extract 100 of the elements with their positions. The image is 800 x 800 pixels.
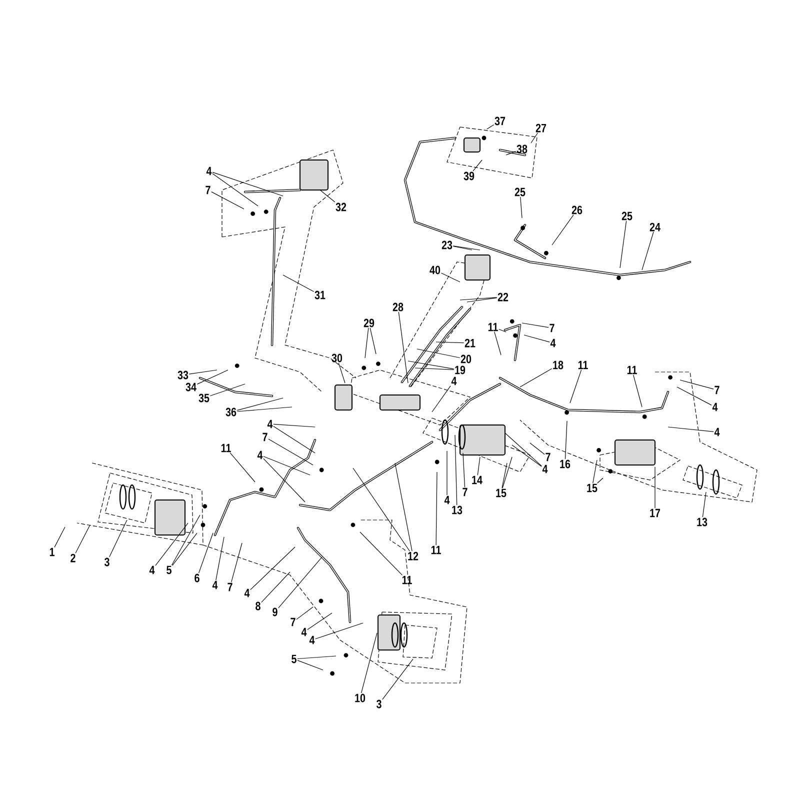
- callout-number: 4: [309, 636, 315, 644]
- callout-number: 4: [212, 580, 218, 590]
- leader-line: [494, 332, 502, 356]
- callout-number: 30: [332, 354, 342, 362]
- leader-line: [498, 328, 506, 332]
- leader-line: [702, 492, 706, 518]
- leader-line: [352, 468, 410, 552]
- leader-line: [263, 458, 306, 502]
- callout-number: 18: [553, 360, 564, 370]
- callout-number: 4: [712, 402, 718, 412]
- leader-line: [398, 312, 408, 384]
- callout-number: 11: [578, 360, 588, 370]
- callout-number: 11: [431, 546, 441, 554]
- callout-number: 4: [206, 166, 212, 176]
- leader-line: [75, 524, 90, 554]
- leader-line: [592, 460, 598, 484]
- leader-line: [564, 420, 568, 460]
- callout-number: 7: [550, 324, 554, 332]
- leader-line: [466, 298, 498, 302]
- leader-line: [370, 328, 376, 354]
- leader-line: [504, 432, 542, 466]
- callout-number: 13: [452, 506, 462, 514]
- leader-line: [263, 456, 310, 476]
- callout-number: 31: [314, 290, 326, 300]
- leader-line: [273, 424, 316, 428]
- leader-line: [320, 190, 336, 202]
- callout-number: 39: [464, 172, 474, 180]
- callout-number: 7: [462, 488, 468, 496]
- leader-line: [452, 246, 480, 250]
- callout-number: 4: [714, 428, 720, 436]
- callout-number: 7: [290, 618, 296, 626]
- leader-line: [261, 572, 290, 603]
- leader-line: [552, 214, 574, 246]
- callout-number: 3: [104, 558, 110, 566]
- callout-number: 29: [364, 318, 374, 328]
- callout-number: 10: [355, 694, 366, 702]
- leader-line: [54, 526, 66, 548]
- callout-number: 16: [560, 460, 570, 468]
- leader-line: [307, 612, 332, 630]
- callout-number: 15: [496, 488, 506, 498]
- leader-line: [486, 124, 494, 130]
- callout-number: 2: [70, 554, 76, 562]
- leader-line: [198, 532, 214, 574]
- leader-line: [440, 272, 460, 282]
- leader-line: [188, 370, 218, 374]
- leader-line: [668, 426, 714, 432]
- callout-number: 12: [408, 552, 418, 560]
- leader-line: [597, 478, 604, 484]
- callout-number: 35: [198, 394, 210, 402]
- leader-line: [520, 196, 522, 218]
- leader-line: [408, 360, 454, 370]
- leader-line: [273, 426, 316, 454]
- callout-number: 4: [451, 376, 457, 386]
- leader-line: [109, 520, 128, 558]
- leader-line: [436, 472, 438, 546]
- callout-number: 4: [257, 450, 263, 460]
- callout-number: 36: [226, 408, 236, 416]
- leader-line: [278, 556, 322, 608]
- leader-line: [633, 374, 642, 408]
- callout-number: 26: [572, 206, 582, 214]
- leader-line: [268, 438, 314, 466]
- leader-line: [530, 132, 538, 144]
- leader-line: [502, 462, 508, 488]
- leader-line: [620, 220, 627, 268]
- leader-line: [172, 532, 198, 566]
- callout-number: 24: [650, 222, 660, 232]
- leader-line: [315, 622, 364, 640]
- callout-number: 34: [186, 382, 196, 392]
- callout-number: 37: [494, 116, 506, 126]
- callout-number: 20: [460, 354, 472, 364]
- callout-number: 38: [516, 144, 528, 154]
- callout-number: 19: [455, 366, 466, 374]
- leader-line: [361, 632, 378, 694]
- leader-line: [530, 442, 545, 455]
- leader-line: [512, 444, 542, 467]
- leader-line: [171, 514, 200, 566]
- callout-number: 11: [402, 576, 412, 584]
- leader-line: [680, 380, 714, 390]
- leader-line: [502, 456, 512, 488]
- leader-line: [338, 362, 346, 384]
- leader-line: [452, 246, 472, 250]
- callout-number: 7: [714, 386, 720, 394]
- leader-line: [236, 398, 284, 411]
- callout-number: 4: [542, 464, 548, 474]
- leader-line: [570, 370, 582, 404]
- leader-line: [216, 536, 224, 580]
- leader-line: [524, 334, 550, 342]
- leader-line: [210, 384, 246, 396]
- leader-line: [477, 456, 480, 476]
- leader-line: [520, 368, 552, 388]
- callout-number: 7: [546, 452, 550, 462]
- callout-number: 15: [587, 484, 598, 492]
- callout-number: 17: [650, 508, 660, 518]
- leader-line: [446, 450, 448, 496]
- callout-number: 5: [292, 654, 296, 664]
- leader-line: [454, 434, 458, 506]
- leader-line: [364, 328, 369, 358]
- leader-line: [155, 522, 188, 566]
- callout-number: 21: [464, 338, 476, 348]
- callout-number: 25: [514, 188, 526, 196]
